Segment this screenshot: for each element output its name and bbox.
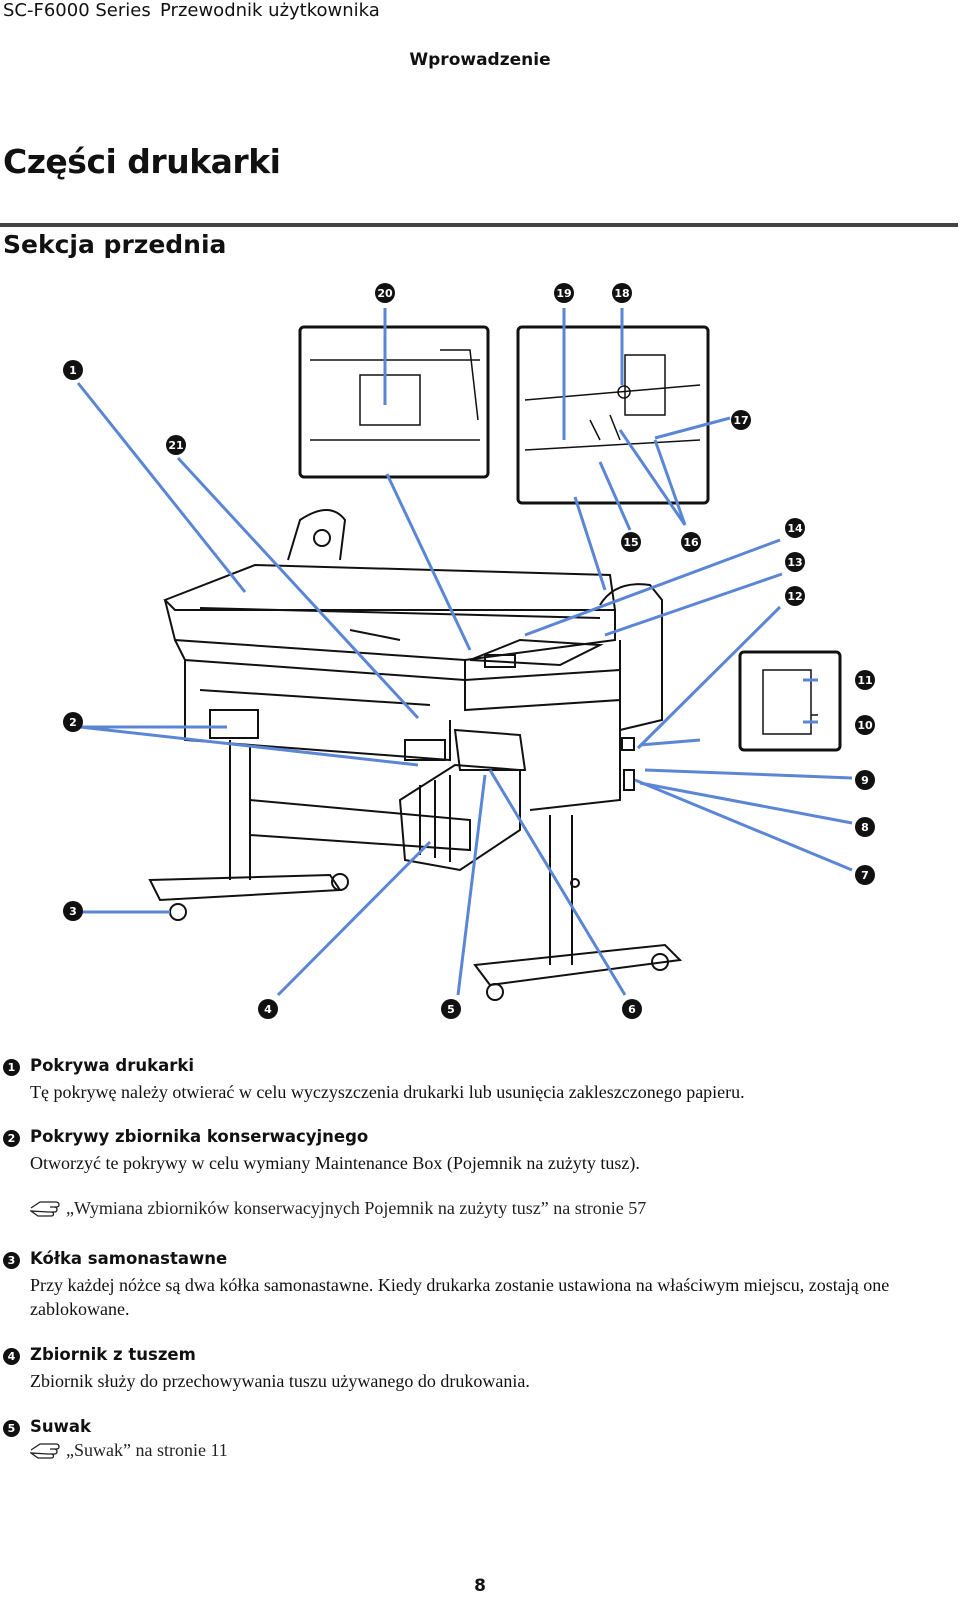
item-description: Tę pokrywę należy otwierać w celu wyczys… [30,1082,745,1102]
svg-text:12: 12 [787,590,802,603]
callout-12: 12 [785,586,805,606]
svg-text:5: 5 [447,1003,455,1016]
callout-18: 18 [612,283,632,303]
callout-14: 14 [785,518,805,538]
callout-15: 15 [621,532,641,552]
section-subtitle: Sekcja przednia [3,230,227,259]
printer-diagram: 1 21 20 19 18 17 15 16 14 13 12 11 10 9 … [63,283,875,1019]
title-divider [0,223,958,227]
printer-drawing [148,509,683,1001]
svg-text:11: 11 [857,674,872,687]
svg-text:19: 19 [556,287,571,300]
item-title: Zbiornik z tuszem [30,1345,196,1364]
pointing-hand-icon [30,1201,60,1217]
svg-text:14: 14 [787,522,803,535]
inset-detail-ports [738,650,842,752]
callout-2: 2 [63,712,83,732]
svg-text:16: 16 [683,536,699,549]
callout-17: 17 [731,410,751,430]
svg-text:9: 9 [861,774,869,787]
callout-11: 11 [855,670,875,690]
callout-badges: 1 21 20 19 18 17 15 16 14 13 12 11 10 9 … [63,283,875,1019]
callout-4: 4 [258,999,278,1019]
svg-text:17: 17 [733,414,748,427]
svg-text:7: 7 [861,869,869,882]
item-title: Suwak [30,1417,91,1436]
svg-text:13: 13 [787,556,802,569]
callout-10: 10 [855,715,875,735]
header-series: SC-F6000 Series [3,0,151,21]
svg-text:18: 18 [614,287,629,300]
svg-text:15: 15 [623,536,638,549]
svg-text:6: 6 [628,1003,636,1016]
link-text[interactable]: „Wymiana zbiorników konserwacyjnych Poje… [66,1198,647,1218]
pointing-hand-icon [30,1443,60,1459]
callout-19: 19 [554,283,574,303]
callout-1: 1 [63,360,83,380]
inset-detail-left [298,325,490,479]
svg-text:2: 2 [69,716,77,729]
cross-reference-link[interactable]: „Suwak” na stronie 11 [30,1440,228,1461]
svg-text:10: 10 [857,719,873,732]
callout-20: 20 [375,283,395,303]
page-title: Części drukarki [3,142,281,181]
svg-text:4: 4 [264,1003,272,1016]
item-number-badge: 3 [3,1252,20,1269]
link-text[interactable]: „Suwak” na stronie 11 [66,1440,228,1460]
callout-21: 21 [166,435,186,455]
item-description: Otworzyć te pokrywy w celu wymiany Maint… [30,1153,640,1173]
callout-13: 13 [785,552,805,572]
svg-text:3: 3 [69,905,77,918]
item-title: Pokrywa drukarki [30,1056,194,1075]
svg-text:8: 8 [861,821,869,834]
header-section: Wprowadzenie [409,50,551,70]
callout-3: 3 [63,901,83,921]
callout-7: 7 [855,865,875,885]
callout-16: 16 [681,532,701,552]
header-guide-title: Przewodnik użytkownika [160,0,380,21]
callout-6: 6 [622,999,642,1019]
item-description: Przy każdej nóżce są dwa kółka samonasta… [30,1275,890,1319]
item-number-badge: 2 [3,1130,20,1147]
item-title: Pokrywy zbiornika konserwacyjnego [30,1127,369,1146]
callout-8: 8 [855,817,875,837]
item-number-badge: 4 [3,1348,20,1365]
svg-text:21: 21 [168,439,183,452]
item-title: Kółka samonastawne [30,1249,228,1268]
svg-text:20: 20 [377,287,393,300]
item-number-badge: 5 [3,1420,20,1437]
item-number-badge: 1 [3,1059,20,1076]
page-number: 8 [474,1576,486,1596]
item-description: Zbiornik służy do przechowywania tuszu u… [30,1371,530,1391]
cross-reference-link[interactable]: „Wymiana zbiorników konserwacyjnych Poje… [30,1198,646,1219]
callout-5: 5 [441,999,461,1019]
callout-9: 9 [855,770,875,790]
inset-detail-right [516,325,710,505]
callout-lines [76,308,853,997]
svg-text:1: 1 [69,364,77,377]
